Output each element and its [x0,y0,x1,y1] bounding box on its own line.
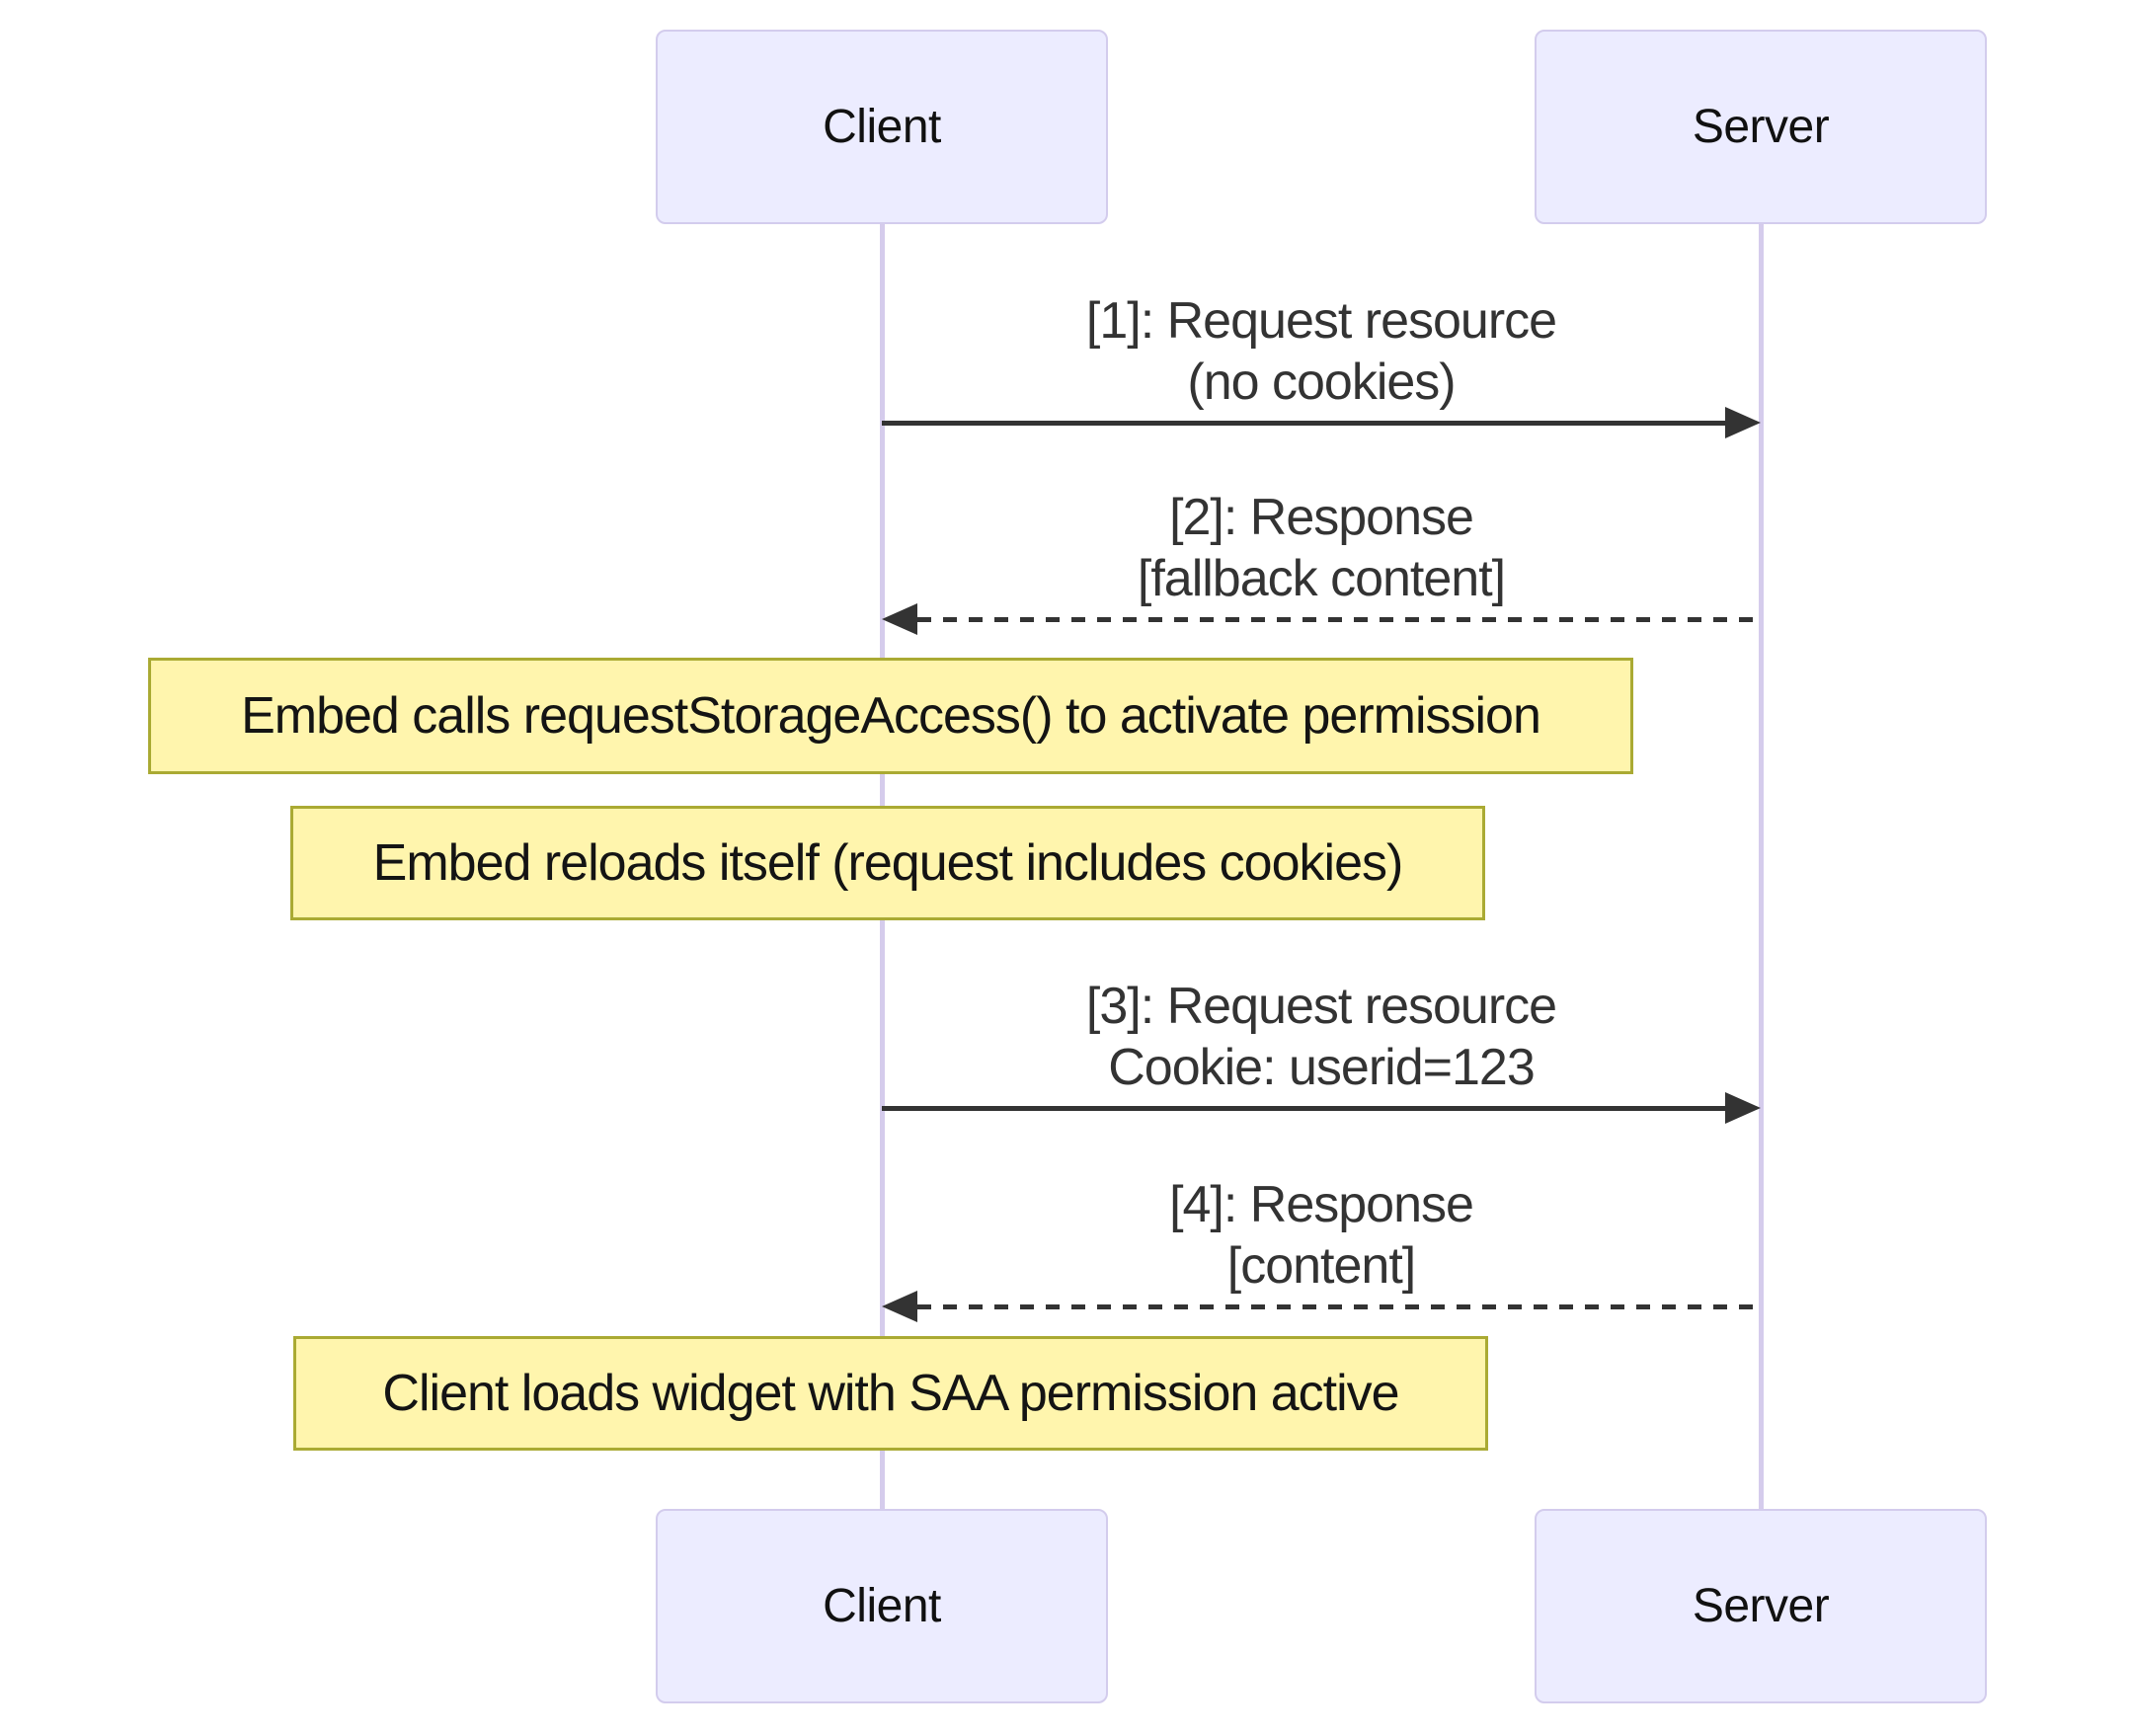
message-4-arrow-line [917,1304,1761,1309]
actor-top-client: Client [656,30,1108,224]
message-2-line-1: [2]: Response [1169,489,1474,546]
message-1-label: [1]: Request resource (no cookies) [882,290,1761,413]
message-3-arrow-line [882,1106,1727,1111]
actor-bottom-client: Client [656,1509,1108,1703]
note-1: Embed calls requestStorageAccess() to ac… [148,658,1633,774]
message-2-arrowhead-icon [882,603,917,635]
actor-label-server: Server [1692,101,1830,153]
message-4-line-2: [content] [1226,1237,1416,1295]
note-3: Client loads widget with SAA permission … [293,1336,1488,1451]
message-1-arrowhead-icon [1725,407,1761,438]
message-4-label: [4]: Response [content] [882,1174,1761,1297]
actor-label-server-bottom: Server [1692,1580,1830,1632]
note-3-text: Client loads widget with SAA permission … [382,1365,1399,1422]
message-3-line-2: Cookie: userid=123 [1108,1039,1536,1096]
message-1-arrow-line [882,421,1727,426]
message-1-line-1: [1]: Request resource [1085,292,1557,350]
message-4-arrowhead-icon [882,1291,917,1322]
message-3-arrowhead-icon [1725,1092,1761,1124]
message-3-label: [3]: Request resource Cookie: userid=123 [882,976,1761,1098]
message-2-line-2: [fallback content] [1137,550,1506,607]
lifeline-server [1759,224,1764,1509]
note-2-text: Embed reloads itself (request includes c… [372,834,1404,892]
message-3-line-1: [3]: Request resource [1085,978,1557,1035]
actor-label-client: Client [823,101,941,153]
actor-bottom-server: Server [1535,1509,1987,1703]
message-1-line-2: (no cookies) [1187,354,1456,411]
note-2: Embed reloads itself (request includes c… [290,806,1485,920]
actor-label-client-bottom: Client [823,1580,941,1632]
message-4-line-1: [4]: Response [1169,1176,1474,1233]
note-1-text: Embed calls requestStorageAccess() to ac… [241,687,1541,745]
actor-top-server: Server [1535,30,1987,224]
message-2-arrow-line [917,617,1761,622]
message-2-label: [2]: Response [fallback content] [882,487,1761,609]
